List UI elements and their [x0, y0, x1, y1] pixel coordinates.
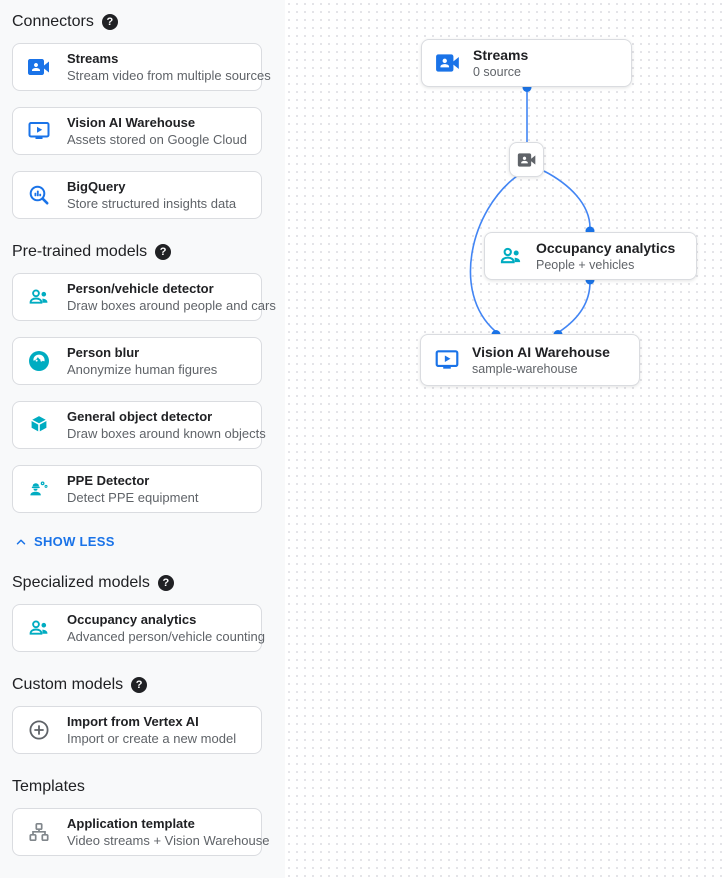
node-vision-ai-warehouse[interactable]: Vision AI Warehouse sample-warehouse: [420, 334, 640, 386]
card-title: Streams: [67, 51, 119, 66]
section-title: Specialized models: [12, 574, 150, 591]
card-subtitle: Draw boxes around known objects: [67, 426, 266, 441]
ppe-person-icon: [30, 481, 48, 496]
node-subtitle: 0 source: [473, 65, 521, 79]
card-subtitle: Video streams + Vision Warehouse: [67, 833, 270, 848]
section-title: Pre-trained models: [12, 243, 148, 260]
palette-card-vision-ai-warehouse[interactable]: Vision AI Warehouse Assets stored on Goo…: [12, 107, 262, 155]
section-header-connectors: Connectors ?: [12, 13, 262, 31]
chevron-up-icon: [16, 538, 26, 545]
card-subtitle: Anonymize human figures: [67, 362, 218, 377]
cube-icon: [31, 416, 47, 432]
node-title: Occupancy analytics: [536, 240, 676, 256]
node-stream-source[interactable]: [509, 142, 544, 177]
node-subtitle: sample-warehouse: [472, 362, 578, 376]
card-subtitle: Import or create a new model: [67, 731, 237, 746]
search-chart-icon: [29, 185, 49, 205]
face-blur-icon: [29, 351, 49, 371]
card-subtitle: Advanced person/vehicle counting: [67, 629, 266, 644]
section-title: Custom models: [12, 676, 124, 693]
show-less-label: SHOW LESS: [34, 534, 115, 549]
video-camera-icon: [517, 152, 535, 167]
section-header-templates: Templates: [12, 778, 262, 796]
video-camera-icon: [28, 59, 49, 75]
card-title: Occupancy analytics: [67, 612, 197, 627]
edge-camera-to-occupancy: [543, 170, 591, 229]
palette-card-streams[interactable]: Streams Stream video from multiple sourc…: [12, 43, 271, 91]
palette-card-person-vehicle-detector[interactable]: Person/vehicle detector Draw boxes aroun…: [12, 273, 276, 321]
card-subtitle: Assets stored on Google Cloud: [67, 132, 247, 147]
card-title: Application template: [67, 816, 195, 831]
palette-card-occupancy-analytics[interactable]: Occupancy analytics Advanced person/vehi…: [12, 604, 266, 652]
help-icon[interactable]: ?: [157, 575, 174, 591]
section-title: Connectors: [12, 13, 94, 30]
people-icon: [29, 289, 48, 304]
palette-card-application-template[interactable]: Application template Video streams + Vis…: [12, 808, 270, 856]
component-palette-sidebar: Connectors ? Streams Stream video from m…: [0, 0, 285, 878]
help-icon[interactable]: ?: [101, 14, 118, 30]
help-icon[interactable]: ?: [155, 244, 172, 260]
card-title: Person/vehicle detector: [67, 281, 214, 296]
people-icon: [500, 247, 521, 264]
node-occupancy-analytics[interactable]: Occupancy analytics People + vehicles: [484, 232, 697, 280]
palette-card-ppe-detector[interactable]: PPE Detector Detect PPE equipment: [12, 465, 262, 513]
section-header-custom-models: Custom models ?: [12, 676, 262, 694]
palette-card-person-blur[interactable]: Person blur Anonymize human figures: [12, 337, 262, 385]
section-header-pretrained-models: Pre-trained models ?: [12, 243, 262, 261]
card-title: Person blur: [67, 345, 140, 360]
card-title: PPE Detector: [67, 473, 150, 488]
card-subtitle: Store structured insights data: [67, 196, 237, 211]
monitor-play-icon: [435, 350, 459, 369]
node-title: Vision AI Warehouse: [472, 344, 610, 360]
monitor-play-icon: [28, 122, 50, 139]
node-streams[interactable]: Streams 0 source: [421, 39, 632, 87]
palette-card-general-object-detector[interactable]: General object detector Draw boxes aroun…: [12, 401, 266, 449]
card-title: Import from Vertex AI: [67, 714, 199, 729]
section-title: Templates: [12, 778, 85, 795]
card-subtitle: Stream video from multiple sources: [67, 68, 271, 83]
palette-card-bigquery[interactable]: BigQuery Store structured insights data: [12, 171, 262, 219]
help-icon[interactable]: ?: [131, 677, 148, 693]
video-camera-icon: [436, 54, 459, 72]
add-circle-icon: [29, 720, 49, 740]
palette-card-import-from-vertex-ai[interactable]: Import from Vertex AI Import or create a…: [12, 706, 262, 754]
edge-occupancy-to-warehouse: [558, 281, 591, 333]
section-header-specialized-models: Specialized models ?: [12, 574, 262, 592]
graph-edges: [469, 83, 595, 339]
people-icon: [29, 620, 48, 635]
show-less-toggle[interactable]: SHOW LESS: [14, 534, 262, 549]
card-title: General object detector: [67, 409, 213, 424]
node-subtitle: People + vehicles: [536, 258, 635, 272]
card-title: BigQuery: [67, 179, 126, 194]
card-subtitle: Draw boxes around people and cars: [67, 298, 276, 313]
node-title: Streams: [473, 47, 529, 63]
card-title: Vision AI Warehouse: [67, 115, 196, 130]
sitemap-icon: [29, 822, 49, 842]
card-subtitle: Detect PPE equipment: [67, 490, 199, 505]
graph-canvas[interactable]: Streams 0 source Occupancy analytics Peo…: [285, 0, 725, 878]
